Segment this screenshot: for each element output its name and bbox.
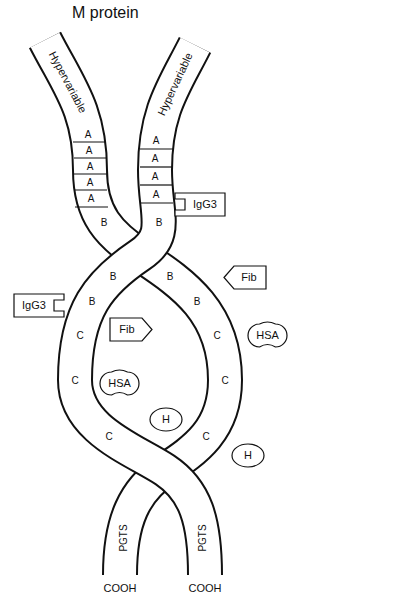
ligand-shape: [224, 266, 266, 289]
segment-label: A: [153, 189, 160, 200]
segment-label: A: [87, 161, 94, 172]
ligand-label: HSA: [256, 329, 279, 342]
strand-body: [45, 40, 225, 575]
segment-label: B: [167, 271, 174, 282]
ligand-label: IgG3: [193, 198, 217, 211]
segment-divider: [74, 173, 107, 174]
ligand-bracket: IgG3: [185, 193, 225, 216]
segment-label: B: [101, 217, 108, 228]
ligand-shape: [110, 318, 152, 341]
region-label: PGTS: [197, 524, 208, 551]
segment-label: B: [89, 296, 96, 307]
terminus-label: COOH: [189, 582, 222, 594]
ligand-pentagon: Fib: [110, 318, 152, 341]
segment-divider: [140, 166, 172, 167]
strand-body: [75, 45, 205, 575]
ligand-blob: HSA: [100, 372, 139, 395]
strand-outline: [45, 40, 225, 575]
segment-divider: [74, 189, 107, 190]
ligand-shape: [248, 322, 287, 347]
ligand-shape: [150, 408, 182, 431]
segment-label: A: [153, 135, 160, 146]
segment-label: A: [85, 129, 92, 140]
segment-label: C: [105, 431, 112, 442]
segment-label: C: [221, 375, 228, 386]
ligand-pentagon: Fib: [224, 266, 266, 289]
segment-label: A: [88, 193, 95, 204]
segment-divider: [73, 141, 106, 142]
segment-label: B: [194, 296, 201, 307]
ligand-label: Fib: [241, 271, 256, 284]
segment-label: A: [86, 145, 93, 156]
ligand-ellipse: H: [232, 444, 264, 467]
ligand-label: H: [162, 413, 170, 426]
segment-label: B: [156, 217, 163, 228]
figure-title: M protein: [72, 4, 139, 22]
ligand-label: Fib: [119, 323, 134, 336]
ligand-shape: [14, 294, 64, 317]
region-label: PGTS: [118, 524, 129, 551]
segment-label: B: [110, 271, 117, 282]
segment-divider: [140, 148, 173, 149]
segment-divider: [140, 202, 173, 203]
segment-label: C: [71, 375, 78, 386]
ligand-shape: [175, 193, 225, 216]
strand-outline: [75, 45, 205, 575]
ligand-label: H: [244, 449, 252, 462]
ligand-shape: [100, 370, 139, 395]
ligand-ellipse: H: [150, 408, 182, 431]
segment-divider: [140, 184, 172, 185]
ligand-label: IgG3: [22, 299, 46, 312]
ligand-blob: HSA: [248, 324, 287, 347]
segment-divider: [75, 206, 108, 207]
ligand-shape: [232, 444, 264, 467]
ligand-bracket: IgG3: [14, 294, 54, 317]
segment-label: A: [152, 171, 159, 182]
segment-label: A: [87, 177, 94, 188]
ligand-label: HSA: [108, 377, 131, 390]
segment-label: C: [76, 330, 83, 341]
terminus-label: COOH: [104, 582, 137, 594]
segment-label: A: [152, 153, 159, 164]
segment-label: C: [213, 330, 220, 341]
segment-divider: [74, 157, 107, 158]
segment-label: C: [202, 431, 209, 442]
